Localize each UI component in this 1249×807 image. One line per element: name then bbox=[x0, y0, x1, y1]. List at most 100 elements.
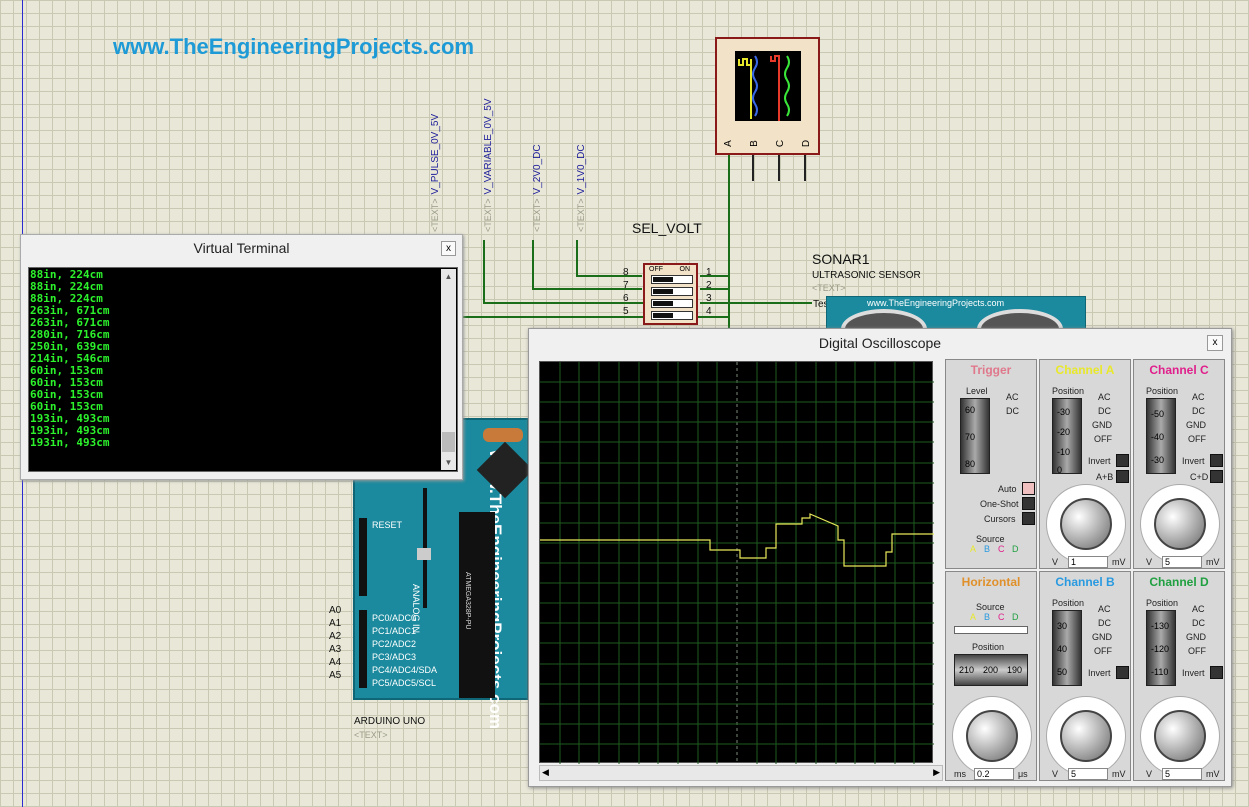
coupling-ac[interactable]: AC bbox=[1192, 604, 1205, 614]
coupling-ac[interactable]: AC bbox=[1098, 392, 1111, 402]
scope-display[interactable] bbox=[539, 361, 934, 764]
invert-label: Invert bbox=[1182, 668, 1205, 678]
channel-d-position-slider[interactable]: -130 -120 -110 bbox=[1146, 610, 1176, 686]
tick: -30 bbox=[1057, 407, 1071, 417]
tick: -40 bbox=[1151, 432, 1165, 442]
close-icon[interactable]: x bbox=[1207, 335, 1223, 351]
horizontal-value[interactable]: 0.2 bbox=[974, 768, 1014, 780]
invert-button[interactable] bbox=[1116, 666, 1129, 679]
probe-1v[interactable]: <TEXT>V_1V0_DC bbox=[576, 144, 587, 232]
coupling-dc[interactable]: DC bbox=[1098, 406, 1111, 416]
wire bbox=[700, 316, 730, 318]
sel-volt-switch[interactable]: OFF ON bbox=[643, 263, 698, 325]
digital-oscilloscope-window[interactable]: Digital Oscilloscope x ◀ ▶ Trigger Level… bbox=[528, 328, 1232, 787]
switch-3[interactable] bbox=[651, 299, 693, 308]
wire bbox=[728, 155, 730, 330]
arduino-reset-button[interactable] bbox=[417, 548, 431, 560]
probe-pulse[interactable]: <TEXT>V_PULSE_0V_5V bbox=[430, 114, 441, 232]
tick: 0 bbox=[1057, 465, 1063, 475]
switch-2[interactable] bbox=[651, 287, 693, 296]
scope-horizontal-scrollbar[interactable]: ◀ ▶ bbox=[539, 765, 943, 781]
channel-c-knob[interactable] bbox=[1154, 498, 1206, 550]
src-d[interactable]: D bbox=[1012, 612, 1019, 622]
src-b[interactable]: B bbox=[984, 544, 991, 554]
coupling-dc[interactable]: DC bbox=[1098, 618, 1111, 628]
label-a4: A4 bbox=[329, 657, 342, 668]
unit-left: V bbox=[1052, 557, 1059, 567]
channel-c-value[interactable]: 5 bbox=[1162, 556, 1202, 568]
unit-right: mV bbox=[1206, 557, 1220, 567]
tick: -30 bbox=[1151, 455, 1165, 465]
scroll-thumb[interactable] bbox=[442, 432, 455, 452]
coupling-ac[interactable]: AC bbox=[1098, 604, 1111, 614]
src-d[interactable]: D bbox=[1012, 544, 1019, 554]
probe-2v[interactable]: <TEXT>V_2V0_DC bbox=[532, 144, 543, 232]
channel-d-value[interactable]: 5 bbox=[1162, 768, 1202, 780]
scroll-down-icon[interactable]: ▼ bbox=[444, 458, 453, 467]
coupling-gnd[interactable]: GND bbox=[1186, 632, 1206, 642]
src-c[interactable]: C bbox=[998, 612, 1005, 622]
auto-button[interactable] bbox=[1022, 482, 1035, 495]
channel-c-position-slider[interactable]: -50 -40 -30 bbox=[1146, 398, 1176, 474]
switch-4[interactable] bbox=[651, 311, 693, 320]
channel-a-value[interactable]: 1 bbox=[1068, 556, 1108, 568]
channel-b-value[interactable]: 5 bbox=[1068, 768, 1108, 780]
unit-left: V bbox=[1052, 769, 1059, 779]
probe-variable[interactable]: <TEXT>V_VARIABLE_0V_5V bbox=[483, 98, 494, 232]
sum-button[interactable] bbox=[1210, 470, 1223, 483]
src-c[interactable]: C bbox=[998, 544, 1005, 554]
oneshot-button[interactable] bbox=[1022, 497, 1035, 510]
horizontal-knob[interactable] bbox=[966, 710, 1018, 762]
coupling-dc[interactable]: DC bbox=[1192, 618, 1205, 628]
horizontal-source-slider[interactable] bbox=[954, 626, 1028, 634]
invert-button[interactable] bbox=[1210, 454, 1223, 467]
sonar-text: <TEXT> bbox=[812, 283, 846, 293]
channel-b-position-slider[interactable]: 30 40 50 bbox=[1052, 610, 1082, 686]
sum-button[interactable] bbox=[1116, 470, 1129, 483]
terminal-line: 193in, 493cm bbox=[30, 436, 110, 449]
src-a[interactable]: A bbox=[970, 612, 977, 622]
invert-button[interactable] bbox=[1116, 454, 1129, 467]
src-a[interactable]: A bbox=[970, 544, 977, 554]
coupling-gnd[interactable]: GND bbox=[1186, 420, 1206, 430]
coupling-gnd[interactable]: GND bbox=[1092, 632, 1112, 642]
trigger-level-slider[interactable]: 60 70 80 bbox=[960, 398, 990, 474]
position-label: Position bbox=[1146, 386, 1179, 396]
channel-a-knob[interactable] bbox=[1060, 498, 1112, 550]
coupling-ac[interactable]: AC bbox=[1192, 392, 1205, 402]
pin-pc4: PC4/ADC4/SDA bbox=[372, 665, 438, 675]
switch-on-label: ON bbox=[679, 266, 691, 273]
scroll-left-icon[interactable]: ◀ bbox=[542, 767, 549, 777]
oscilloscope-component[interactable]: A B C D bbox=[715, 37, 820, 155]
invert-button[interactable] bbox=[1210, 666, 1223, 679]
coupling-off[interactable]: OFF bbox=[1188, 646, 1206, 656]
channel-b-knob[interactable] bbox=[1060, 710, 1112, 762]
wire bbox=[483, 302, 643, 304]
close-icon[interactable]: x bbox=[441, 241, 456, 256]
terminal-line: 60in, 153cm bbox=[30, 388, 103, 401]
coupling-off[interactable]: OFF bbox=[1094, 434, 1112, 444]
coupling-off[interactable]: OFF bbox=[1188, 434, 1206, 444]
coupling-off[interactable]: OFF bbox=[1094, 646, 1112, 656]
coupling-dc[interactable]: DC bbox=[1192, 406, 1205, 416]
src-b[interactable]: B bbox=[984, 612, 991, 622]
channel-a-position-slider[interactable]: -30 -20 -10 0 bbox=[1052, 398, 1082, 475]
virtual-terminal-title: Virtual Terminal bbox=[193, 240, 290, 256]
oscilloscope-component-waves bbox=[738, 55, 790, 121]
channel-d-knob[interactable] bbox=[1154, 710, 1206, 762]
tick: -50 bbox=[1151, 409, 1165, 419]
coupling-gnd[interactable]: GND bbox=[1092, 420, 1112, 430]
terminal-line: 60in, 153cm bbox=[30, 364, 103, 377]
scroll-right-icon[interactable]: ▶ bbox=[933, 767, 940, 777]
switch-1[interactable] bbox=[651, 275, 693, 284]
wire bbox=[700, 275, 730, 277]
sum-label: C+D bbox=[1190, 472, 1209, 482]
horizontal-position-slider[interactable]: 210 200 190 bbox=[954, 654, 1028, 686]
cursors-button[interactable] bbox=[1022, 512, 1035, 525]
scroll-up-icon[interactable]: ▲ bbox=[444, 272, 453, 281]
terminal-scrollbar[interactable]: ▲ ▼ bbox=[441, 269, 456, 470]
invert-label: Invert bbox=[1088, 668, 1111, 678]
